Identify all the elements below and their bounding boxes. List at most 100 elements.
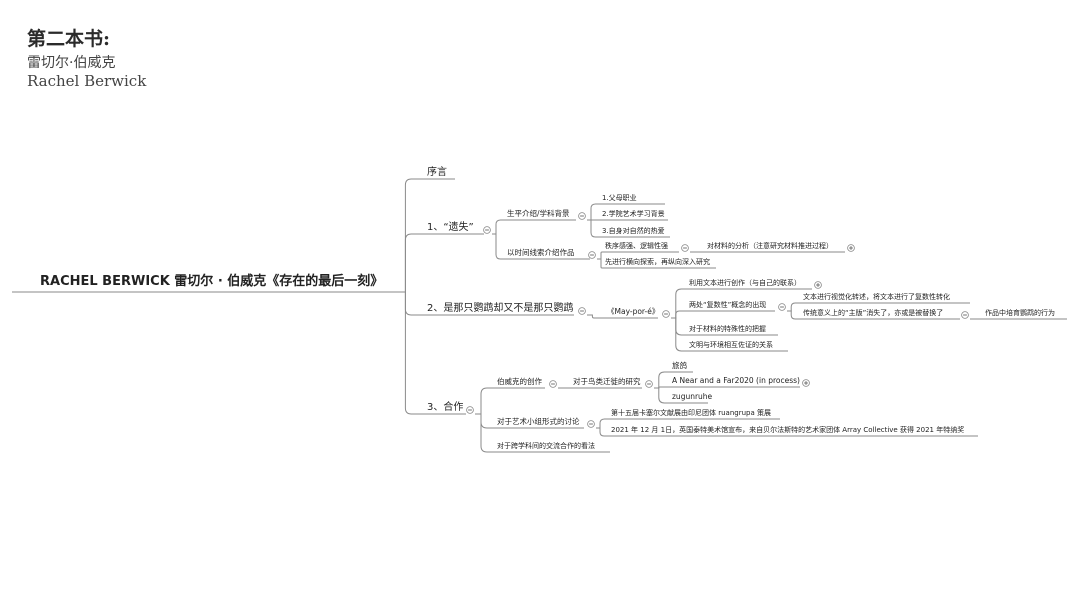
collapse-icon[interactable]: [778, 303, 786, 311]
collapse-icon[interactable]: [483, 226, 491, 234]
node-label: 第十五届卡塞尔文献展由印尼团体 ruangrupa 策展: [611, 408, 771, 417]
node-label: 文明与环境相互佐证的关系: [689, 340, 773, 349]
node-label: 秩序感强、逻辑性强: [605, 241, 668, 250]
collapse-icon[interactable]: [466, 406, 474, 414]
node-label: 2、是那只鹦鹉却又不是那只鹦鹉: [427, 301, 573, 314]
edge-n29: [475, 413, 495, 453]
mindmap-node: 传统意义上的“主版”消失了，亦或是被替换了: [801, 308, 969, 320]
mindmap-node: 对于艺术小组形式的讨论: [495, 416, 595, 429]
node-label: 旅鸽: [672, 360, 687, 370]
subtitle-english: Rachel Berwick: [27, 72, 147, 90]
mindmap-node: 生平介绍/学科背景: [505, 208, 586, 221]
node-label: 生平介绍/学科背景: [507, 208, 570, 218]
mindmap-node: 以时间线索介绍作品: [505, 247, 596, 260]
collapse-icon[interactable]: [681, 244, 689, 252]
edge-n25: [654, 387, 670, 404]
edge-n3: [492, 219, 505, 235]
node-label: 序言: [427, 165, 447, 178]
mindmap-node: 3、合作: [425, 400, 474, 415]
node-label: 对于艺术小组形式的讨论: [497, 416, 580, 426]
node-label: 对于鸟类迁徙的研究: [573, 376, 641, 386]
edge-n6: [587, 219, 600, 238]
node-label: 伯威克的创作: [497, 376, 542, 386]
edge-n10: [597, 258, 603, 269]
edge-n11: [397, 291, 425, 316]
edge-n19: [671, 317, 687, 352]
edge-n28: [596, 427, 609, 437]
edge-n24: [654, 386, 670, 389]
collapse-icon[interactable]: [961, 311, 969, 319]
mindmap-node: zugunruhe: [670, 392, 713, 404]
edge-n21: [475, 387, 495, 415]
node-label: 先进行横向探索，再纵向深入研究: [605, 257, 710, 266]
mindmap-node: 2、是那只鹦鹉却又不是那只鹦鹉: [425, 301, 586, 316]
expand-icon[interactable]: [802, 379, 810, 387]
mindmap-node: 利用文本进行创作（与自己的联系）: [687, 278, 822, 290]
edge-n1: [397, 178, 425, 293]
node-label: 对于跨学科间的交流合作的看法: [497, 441, 595, 450]
edge-n26: [475, 413, 495, 429]
edge-n13: [671, 288, 687, 319]
node-label: 3、合作: [427, 400, 463, 413]
mindmap-root: RACHEL BERWICK 雷切尔 · 伯威克《存在的最后一刻》: [12, 273, 397, 293]
collapse-icon[interactable]: [549, 380, 557, 388]
mindmap-edges: [397, 178, 983, 453]
mindmap-node: 对于鸟类迁徙的研究: [571, 376, 653, 389]
collapse-icon[interactable]: [645, 380, 653, 388]
edge-n16: [787, 310, 801, 320]
mindmap-node: 伯威克的创作: [495, 376, 557, 389]
edge-n8: [597, 251, 603, 260]
node-label: 2021 年 12 月 1日，英国泰特美术馆宣布，来自贝尔法斯特的艺术家团体 A…: [611, 425, 964, 434]
edge-n4: [587, 203, 600, 221]
node-label: 以时间线索介绍作品: [507, 247, 575, 257]
root-label: RACHEL BERWICK 雷切尔 · 伯威克《存在的最后一刻》: [40, 273, 383, 289]
node-label: 对于材料的特殊性的把握: [689, 324, 766, 333]
collapse-icon[interactable]: [578, 307, 586, 315]
mindmap-node: 2021 年 12 月 1日，英国泰特美术馆宣布，来自贝尔法斯特的艺术家团体 A…: [609, 425, 978, 437]
collapse-icon[interactable]: [662, 310, 670, 318]
page-title: 第二本书:: [27, 28, 111, 50]
edge-n2: [397, 233, 425, 293]
mindmap-node: 文本进行视觉化转述，将文本进行了复数性转化: [801, 292, 970, 304]
edge-n20: [397, 291, 425, 415]
mindmap-node: 序言: [425, 165, 455, 180]
mindmap-node: 先进行横向探索，再纵向深入研究: [603, 257, 716, 269]
node-label: 两处“复数性”概念的出现: [689, 300, 766, 309]
collapse-icon[interactable]: [578, 212, 586, 220]
mindmap-node: 对于材料的特殊性的把握: [687, 324, 778, 336]
mindmap-node: 对材料的分析（注意研究材料推进过程）: [705, 241, 855, 253]
node-label: 作品中培育鹦鹉的行为: [985, 308, 1055, 317]
mindmap-node: 《May-por-é》: [605, 307, 670, 319]
mindmap-node: 秩序感强、逻辑性强: [603, 241, 689, 253]
mindmap-node: 两处“复数性”概念的出现: [687, 300, 786, 312]
mindmap-node: 第十五届卡塞尔文献展由印尼团体 ruangrupa 策展: [609, 408, 780, 420]
edge-n15: [787, 302, 801, 312]
node-label: 利用文本进行创作（与自己的联系）: [689, 278, 801, 287]
expand-icon[interactable]: [847, 244, 855, 252]
mindmap-node: 对于跨学科间的交流合作的看法: [495, 441, 610, 453]
mindmap-node: 作品中培育鹦鹉的行为: [983, 308, 1067, 320]
mindmap-node: 1.父母职业: [600, 193, 665, 205]
edge-n18: [671, 317, 687, 336]
node-label: A Near and a Far2020 (in process): [672, 376, 800, 385]
node-label: 1.父母职业: [602, 193, 637, 202]
subtitle-chinese: 雷切尔·伯威克: [27, 55, 116, 71]
edge-n12: [587, 314, 605, 319]
node-label: 《May-por-é》: [607, 307, 659, 316]
edge-n27: [596, 418, 609, 429]
node-label: 对材料的分析（注意研究材料推进过程）: [707, 241, 833, 250]
edge-n7: [492, 233, 505, 260]
node-label: 传统意义上的“主版”消失了，亦或是被替换了: [803, 308, 943, 317]
expand-icon[interactable]: [814, 281, 822, 289]
mindmap-node: 1、“遗失”: [425, 220, 491, 235]
edge-n14: [671, 310, 687, 319]
node-label: 2.学院艺术学习背景: [602, 209, 665, 218]
mindmap-node: 旅鸽: [670, 360, 693, 373]
node-label: 3.自身对自然的热爱: [602, 226, 665, 235]
collapse-icon[interactable]: [587, 420, 595, 428]
mindmap-nodes: RACHEL BERWICK 雷切尔 · 伯威克《存在的最后一刻》 序言 1、“遗失…: [12, 165, 1067, 453]
node-label: zugunruhe: [672, 392, 713, 401]
collapse-icon[interactable]: [588, 251, 596, 259]
node-label: 1、“遗失”: [427, 220, 474, 233]
